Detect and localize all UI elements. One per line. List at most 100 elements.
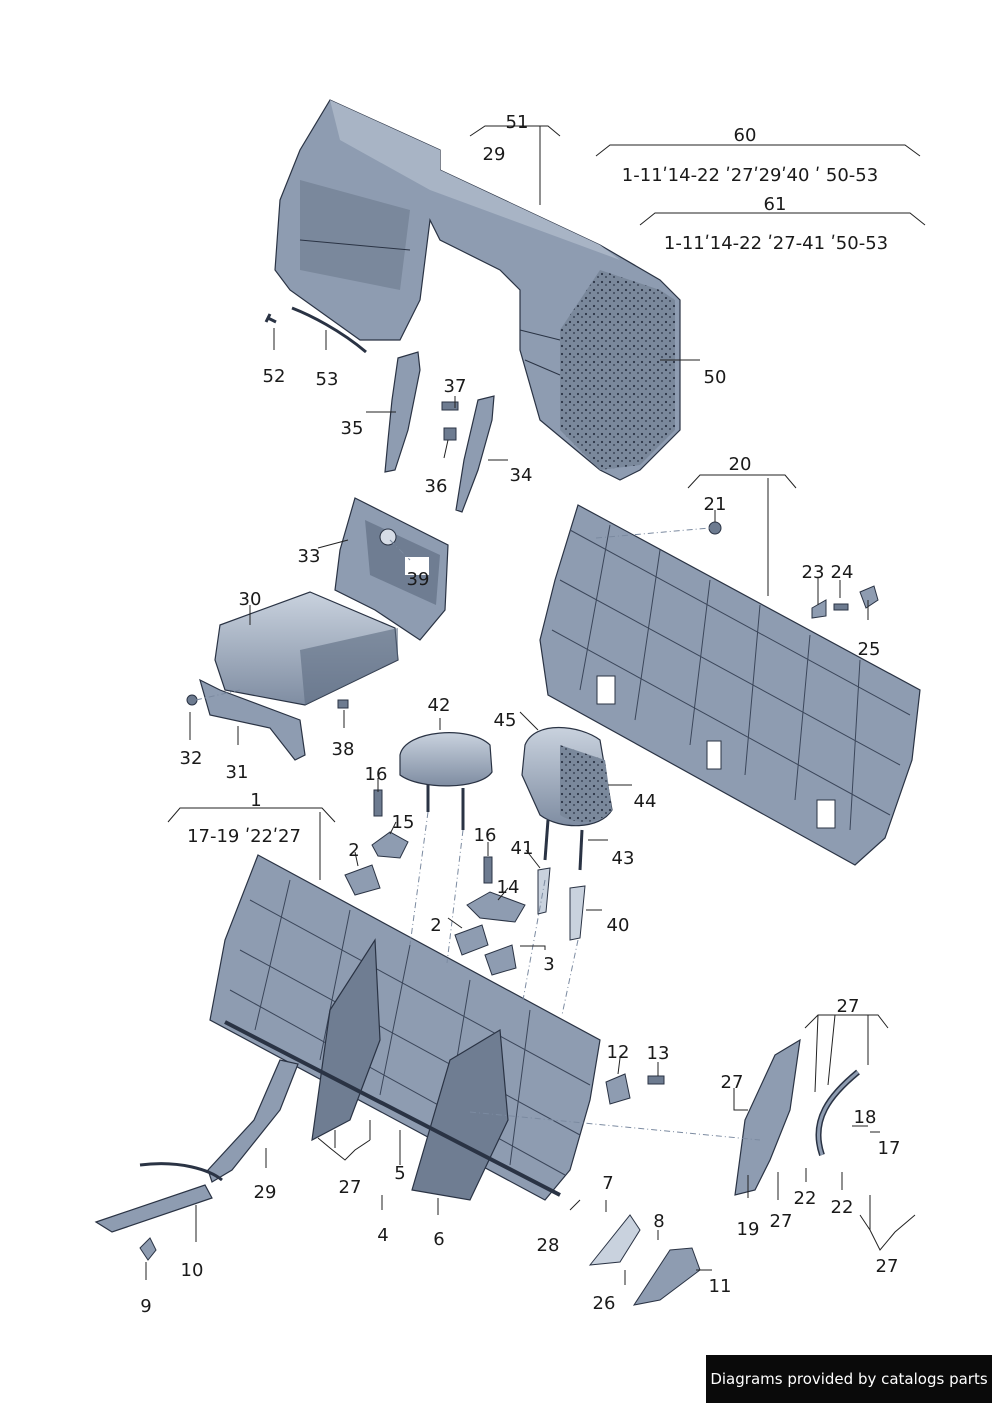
label-6: 6	[433, 1229, 444, 1250]
label-24: 24	[831, 562, 854, 583]
group-brackets	[167, 125, 926, 1251]
label-35: 35	[341, 418, 364, 439]
label-5: 5	[394, 1163, 405, 1184]
label-40: 40	[607, 915, 630, 936]
screw-38	[337, 699, 349, 709]
label-34: 34	[510, 465, 533, 486]
label-27-hinge: 27	[721, 1072, 744, 1093]
label-23: 23	[802, 562, 825, 583]
backrest-frame-1	[209, 854, 601, 1201]
label-14: 14	[497, 877, 520, 898]
label-33: 33	[298, 546, 321, 567]
label-41: 41	[511, 838, 534, 859]
clip-32	[186, 694, 198, 706]
group-1-number: 1	[250, 790, 261, 811]
label-17: 17	[878, 1138, 901, 1159]
label-18: 18	[854, 1107, 877, 1128]
label-21: 21	[704, 494, 727, 515]
label-29: 29	[254, 1182, 277, 1203]
group-labels: 51 29 60 1-11ʹ14-22 ʹ27ʹ29ʹ40 ʹ 50-53 61…	[187, 112, 898, 1277]
label-38: 38	[332, 739, 355, 760]
armrest-housing-33	[334, 497, 449, 641]
footer-credit: Diagrams provided by catalogs parts	[706, 1355, 992, 1403]
bracket-34	[455, 395, 495, 513]
trim-26	[588, 1214, 641, 1266]
label-44: 44	[634, 791, 657, 812]
backrest-upper-cover	[274, 99, 681, 481]
headrest-45	[521, 726, 613, 871]
group-61-range: 1-11ʹ14-22 ʹ27-41 ʹ50-53	[664, 233, 888, 254]
label-43: 43	[612, 848, 635, 869]
clip-52	[264, 313, 277, 324]
cap-25	[859, 585, 879, 609]
group-27-lower-number: 27	[876, 1256, 899, 1277]
nut-36	[443, 427, 457, 441]
label-28: 28	[537, 1235, 560, 1256]
group-61-number: 61	[764, 194, 787, 215]
hinge-19	[734, 1038, 801, 1196]
headrest-guide-15	[371, 831, 409, 859]
label-4: 4	[377, 1225, 388, 1246]
clip-21	[708, 521, 722, 535]
label-2-right: 2	[430, 915, 441, 936]
strap-29	[139, 1059, 299, 1183]
label-30: 30	[239, 589, 262, 610]
label-12: 12	[607, 1042, 630, 1063]
label-16-upper: 16	[365, 764, 388, 785]
label-45: 45	[494, 710, 517, 731]
screw-16b	[483, 856, 493, 884]
screw-13	[647, 1075, 665, 1085]
label-19: 19	[737, 1219, 760, 1240]
group-60-number: 60	[734, 125, 757, 146]
bracket-23	[811, 599, 827, 619]
trim-11	[632, 1247, 701, 1306]
screw-37	[441, 401, 459, 411]
wire-53	[291, 306, 367, 354]
label-39: 39	[407, 569, 430, 590]
label-27-washer: 27	[770, 1211, 793, 1232]
label-31: 31	[226, 762, 249, 783]
group-60-range: 1-11ʹ14-22 ʹ27ʹ29ʹ40 ʹ 50-53	[622, 165, 878, 186]
bracket-3	[484, 944, 517, 976]
label-16-lower: 16	[474, 825, 497, 846]
part-labels: 52 53 50 37 35 36 34 33 39 30 32 31 38 2…	[140, 366, 900, 1317]
guide-sleeve-40	[569, 885, 586, 941]
leader-lines	[145, 328, 880, 1285]
group-51-number: 51	[506, 112, 529, 133]
rear-panel-20	[539, 504, 921, 866]
label-11: 11	[709, 1276, 732, 1297]
armrest-cushion-30	[214, 591, 399, 706]
bracket-2a	[344, 864, 381, 896]
label-13: 13	[647, 1043, 670, 1064]
label-2-left: 2	[348, 840, 359, 861]
group-1-range: 17-19 ʹ22ʹ27	[187, 826, 301, 847]
screw-24	[833, 603, 849, 611]
label-22-left: 22	[794, 1188, 817, 1209]
label-36: 36	[425, 476, 448, 497]
label-32: 32	[180, 748, 203, 769]
label-3: 3	[543, 954, 554, 975]
armrest-bracket-31	[199, 678, 306, 761]
label-53: 53	[316, 369, 339, 390]
label-37: 37	[444, 376, 467, 397]
bracket-2b	[454, 924, 489, 956]
group-51-range: 29	[483, 144, 506, 165]
label-8: 8	[653, 1211, 664, 1232]
label-25: 25	[858, 639, 881, 660]
label-50: 50	[704, 367, 727, 388]
label-22-right: 22	[831, 1197, 854, 1218]
label-26: 26	[593, 1293, 616, 1314]
label-27-frame: 27	[339, 1177, 362, 1198]
headrest-42	[399, 732, 493, 830]
screw-16a	[373, 789, 383, 817]
label-52: 52	[263, 366, 286, 387]
label-42: 42	[428, 695, 451, 716]
cover-12	[605, 1073, 631, 1105]
alignment-lines	[195, 527, 761, 1141]
headrest-guide-14	[466, 891, 526, 923]
group-20-number: 20	[729, 454, 752, 475]
lever-18	[815, 1069, 860, 1156]
label-9: 9	[140, 1296, 151, 1317]
label-15: 15	[392, 812, 415, 833]
